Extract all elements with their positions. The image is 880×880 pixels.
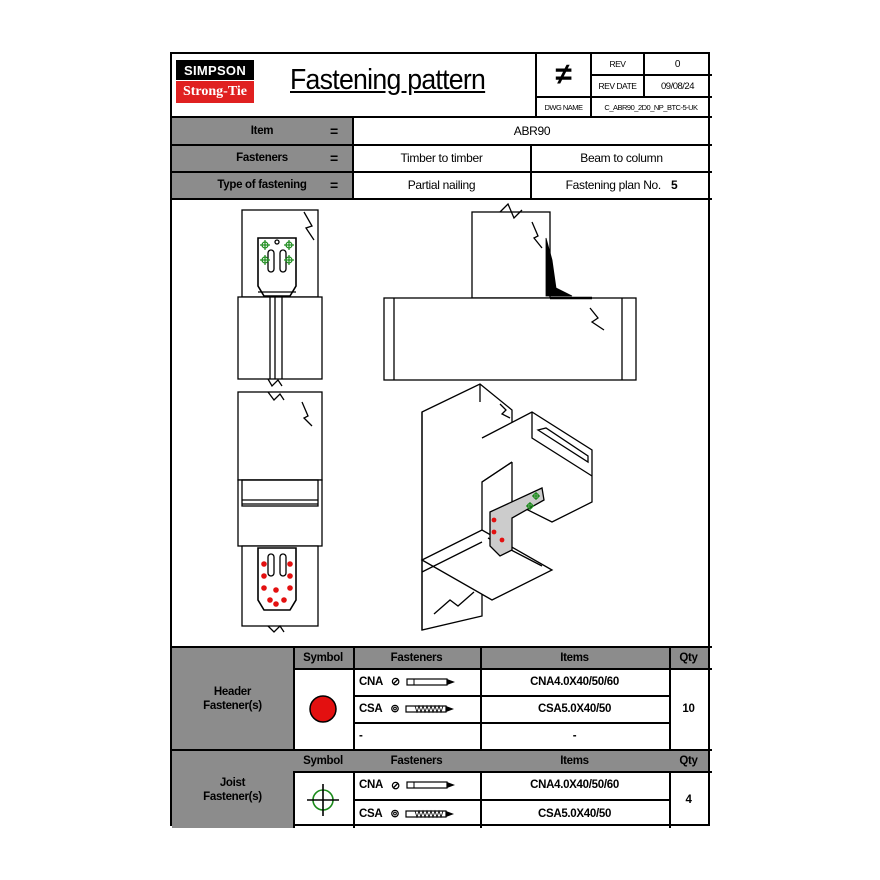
technical-drawing: [237, 202, 637, 633]
side-view-right: [383, 202, 637, 381]
table-row: CNA ⊘: [353, 668, 480, 695]
fasteners-value-2: Beam to column: [580, 151, 663, 165]
fasteners-label-cell: Fasteners =: [172, 145, 352, 171]
crosshair-icon: [307, 784, 339, 816]
joist-fasteners-label: Joist Fastener(s): [203, 776, 262, 803]
item-label-cell: Item =: [172, 118, 352, 144]
equals-sign: =: [330, 177, 338, 193]
joist-col-items: Items: [480, 751, 669, 771]
fastener-code: CNA: [359, 675, 384, 688]
fastener-item: -: [572, 729, 577, 742]
screw-icon: [405, 704, 455, 713]
type-value: Partial nailing: [407, 178, 476, 192]
joist-fastener-markers: [260, 240, 540, 510]
item-label: Item: [250, 125, 274, 137]
page-title: Fastening pattern: [290, 64, 486, 96]
plan-cell: Fastening plan No. 5: [531, 172, 712, 198]
header-col-qty: Qty: [669, 648, 708, 668]
dwg-name-label: DWG NAME: [544, 102, 583, 112]
not-equal-icon: ≠: [555, 58, 572, 91]
table-row: CNA ⊘: [353, 771, 480, 799]
table-row: CSA ⊚: [353, 695, 480, 722]
plan-value: 5: [670, 178, 678, 192]
joist-col-qty: Qty: [669, 751, 708, 771]
table-row: -: [359, 729, 363, 742]
equals-sign: =: [330, 123, 338, 139]
fasteners-value-1: Timber to timber: [400, 151, 483, 165]
header-col-fasteners: Fasteners: [353, 648, 480, 668]
joist-col-fasteners: Fasteners: [353, 751, 480, 771]
nail-head-icon: ⊘: [391, 676, 400, 688]
header-symbol-cell: [293, 668, 353, 749]
dwg-name-value: C_ABR90_2D0_NP_BTC-5-UK: [604, 102, 698, 112]
plan-view-left: [237, 391, 323, 633]
nail-icon: [406, 677, 455, 686]
fastener-code: CSA: [359, 807, 383, 820]
fastener-item: CSA5.0X40/50: [537, 702, 612, 715]
fastener-code: CSA: [359, 702, 383, 715]
header-qty: 10: [682, 702, 695, 715]
header-fasteners-label: Header Fastener(s): [203, 685, 262, 712]
joist-fasteners-group: Joist Fastener(s): [172, 751, 293, 828]
joist-col-symbol: Symbol: [293, 751, 353, 771]
screw-head-icon: ⊚: [390, 808, 400, 820]
plan-label: Fastening plan No.: [565, 178, 662, 192]
fastener-item: CSA5.0X40/50: [537, 807, 612, 820]
fastener-item: CNA4.0X40/50/60: [530, 675, 619, 688]
joist-symbol-cell: [293, 771, 353, 828]
type-label: Type of fastening: [217, 179, 307, 191]
equals-sign: =: [330, 150, 338, 166]
fastener-code: CNA: [359, 779, 384, 791]
rev-date-label: REV DATE: [598, 81, 637, 91]
header-fasteners-group: Header Fastener(s): [172, 648, 293, 749]
header-fastener-markers: [261, 517, 505, 607]
rev-value: 0: [674, 58, 681, 70]
logo-simpson: SIMPSON: [176, 60, 254, 80]
item-value: ABR90: [513, 124, 551, 138]
drawing-sheet: SIMPSON Strong-Tie Fastening pattern ≠ R…: [170, 52, 712, 828]
isometric-view: [420, 383, 593, 631]
table-row: CSA ⊚: [353, 799, 480, 828]
fastener-item: CNA4.0X40/50/60: [530, 779, 619, 791]
rev-date-value: 09/08/24: [661, 80, 694, 92]
screw-head-icon: ⊚: [390, 703, 400, 715]
nail-icon: [406, 781, 455, 789]
logo-strong-tie: Strong-Tie: [176, 81, 254, 103]
screw-icon: [405, 809, 455, 818]
red-circle-icon: [309, 695, 337, 723]
header-col-symbol: Symbol: [293, 648, 353, 668]
fasteners-label: Fasteners: [236, 152, 288, 164]
joist-qty: 4: [685, 793, 692, 806]
rev-label: REV: [609, 59, 626, 69]
nail-head-icon: ⊘: [391, 779, 400, 792]
header-col-items: Items: [480, 648, 669, 668]
type-label-cell: Type of fastening =: [172, 172, 352, 198]
elevation-view-left: [237, 209, 323, 388]
